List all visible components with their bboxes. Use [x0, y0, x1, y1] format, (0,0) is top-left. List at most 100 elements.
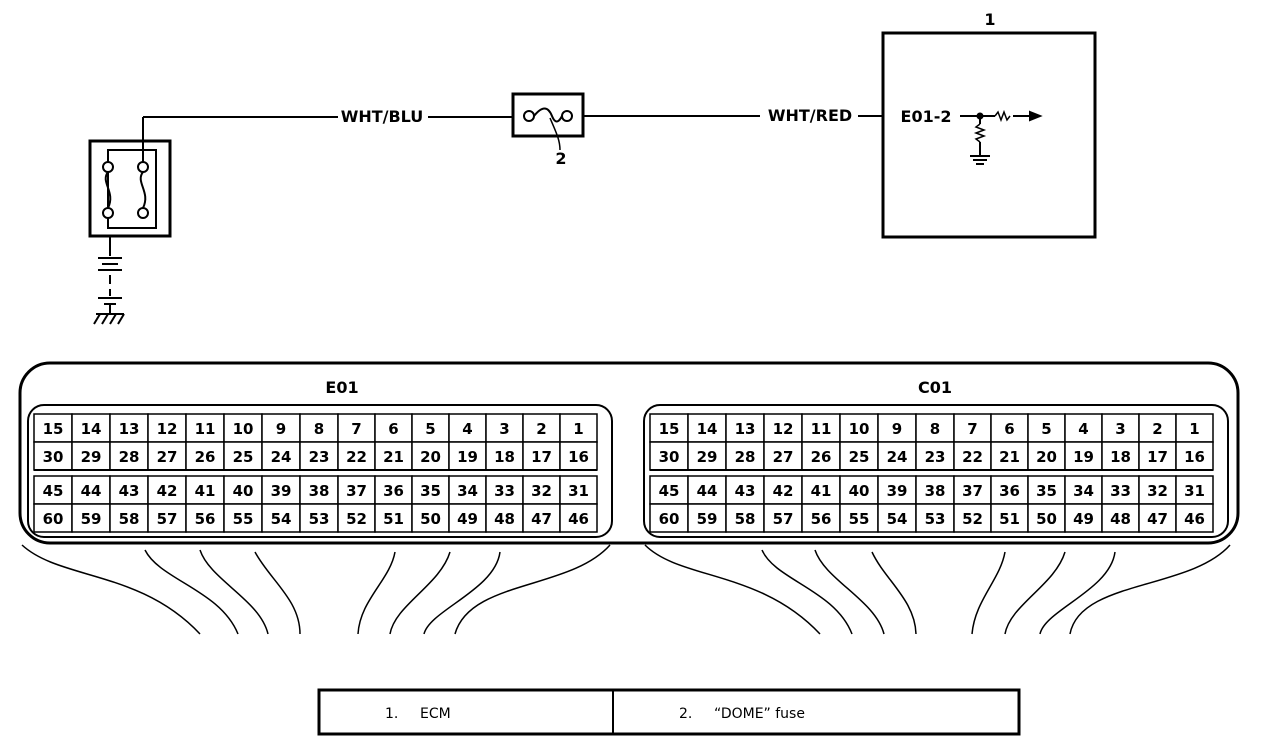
pin-cell [990, 503, 1029, 533]
pin-cell [1101, 441, 1140, 471]
pin-number-e01-40: 40 [233, 482, 254, 500]
ecm-box [881, 31, 1097, 239]
pin-number-c01-33: 33 [1110, 482, 1131, 500]
pin-cell [1064, 441, 1103, 471]
pin-number-c01-27: 27 [773, 448, 794, 466]
pin-number-e01-41: 41 [195, 482, 216, 500]
fuse-reference-number: 2 [555, 149, 566, 168]
pin-number-e01-24: 24 [271, 448, 292, 466]
pin-number-e01-22: 22 [346, 448, 367, 466]
connector-frame [27, 404, 613, 538]
pin-number-e01-21: 21 [383, 448, 404, 466]
pin-number-c01-57: 57 [773, 510, 794, 528]
ecm-terminal-label: E01-2 [901, 107, 952, 126]
pin-number-e01-23: 23 [309, 448, 330, 466]
pin-number-c01-6: 6 [1004, 420, 1014, 438]
connector-frame [643, 404, 1229, 538]
pin-cell [763, 413, 803, 443]
pin-cell [839, 413, 879, 443]
pin-number-e01-16: 16 [568, 448, 589, 466]
pin-number-c01-41: 41 [811, 482, 832, 500]
pin-number-c01-23: 23 [925, 448, 946, 466]
pin-number-c01-15: 15 [659, 420, 680, 438]
pin-number-e01-55: 55 [233, 510, 254, 528]
pin-number-c01-21: 21 [999, 448, 1020, 466]
pin-number-e01-52: 52 [346, 510, 367, 528]
pin-cell [877, 413, 917, 443]
pin-number-c01-9: 9 [892, 420, 902, 438]
pin-number-c01-45: 45 [659, 482, 680, 500]
pin-number-c01-32: 32 [1147, 482, 1168, 500]
pin-cell [953, 475, 992, 505]
pin-number-c01-40: 40 [849, 482, 870, 500]
pin-number-c01-56: 56 [811, 510, 832, 528]
pin-number-c01-20: 20 [1036, 448, 1057, 466]
pin-number-c01-48: 48 [1110, 510, 1131, 528]
connector-housing [18, 361, 1240, 545]
pin-number-e01-7: 7 [351, 420, 361, 438]
pin-number-e01-14: 14 [81, 420, 102, 438]
pin-number-c01-51: 51 [999, 510, 1020, 528]
pin-cell [261, 503, 301, 533]
legend-item-2-text: “DOME” fuse [714, 706, 805, 722]
pin-cell [448, 413, 487, 443]
pin-cell [71, 503, 111, 533]
ecm-internal-circuit [960, 109, 1043, 165]
pin-number-e01-51: 51 [383, 510, 404, 528]
pin-number-e01-17: 17 [531, 448, 552, 466]
pin-number-c01-7: 7 [967, 420, 977, 438]
pin-cell [299, 475, 339, 505]
pin-number-e01-19: 19 [457, 448, 478, 466]
pin-number-c01-38: 38 [925, 482, 946, 500]
pin-number-e01-42: 42 [157, 482, 178, 500]
pin-number-c01-44: 44 [697, 482, 718, 500]
pin-cell [1027, 475, 1066, 505]
pin-number-e01-9: 9 [276, 420, 286, 438]
pin-cell [223, 413, 263, 443]
pin-number-e01-1: 1 [573, 420, 583, 438]
pin-number-c01-22: 22 [962, 448, 983, 466]
pin-number-e01-34: 34 [457, 482, 478, 500]
pin-number-c01-5: 5 [1041, 420, 1051, 438]
pin-cell [649, 475, 689, 505]
pin-number-e01-6: 6 [388, 420, 398, 438]
pin-cell [763, 503, 803, 533]
pin-number-c01-39: 39 [887, 482, 908, 500]
pin-number-e01-39: 39 [271, 482, 292, 500]
pin-cell [1175, 475, 1214, 505]
pin-number-e01-44: 44 [81, 482, 102, 500]
pin-number-c01-31: 31 [1184, 482, 1205, 500]
connector-name-c01: C01 [918, 378, 952, 397]
pin-number-e01-50: 50 [420, 510, 441, 528]
pin-cell [223, 503, 263, 533]
pin-number-c01-10: 10 [849, 420, 870, 438]
pin-number-e01-36: 36 [383, 482, 404, 500]
pin-cell [725, 503, 765, 533]
pin-number-e01-32: 32 [531, 482, 552, 500]
pin-number-c01-28: 28 [735, 448, 756, 466]
pin-cell [485, 413, 524, 443]
pin-number-e01-49: 49 [457, 510, 478, 528]
pin-number-c01-37: 37 [962, 482, 983, 500]
pin-cell [839, 475, 879, 505]
pin-number-c01-43: 43 [735, 482, 756, 500]
pin-number-c01-50: 50 [1036, 510, 1057, 528]
pin-cell [33, 503, 73, 533]
pin-number-c01-53: 53 [925, 510, 946, 528]
dome-fuse-symbol [511, 92, 585, 151]
pin-number-e01-56: 56 [195, 510, 216, 528]
pin-cell [109, 503, 149, 533]
pin-number-e01-31: 31 [568, 482, 589, 500]
pin-number-c01-24: 24 [887, 448, 908, 466]
battery-fuse-block [88, 117, 172, 325]
wire-harness-curves [21, 544, 1231, 635]
pin-number-e01-30: 30 [43, 448, 64, 466]
pin-cell [374, 503, 413, 533]
pin-cell [725, 475, 765, 505]
pin-cell [687, 413, 727, 443]
pin-number-e01-37: 37 [346, 482, 367, 500]
pin-number-c01-55: 55 [849, 510, 870, 528]
pin-cell [147, 441, 187, 471]
pin-number-c01-29: 29 [697, 448, 718, 466]
pin-number-e01-8: 8 [314, 420, 324, 438]
